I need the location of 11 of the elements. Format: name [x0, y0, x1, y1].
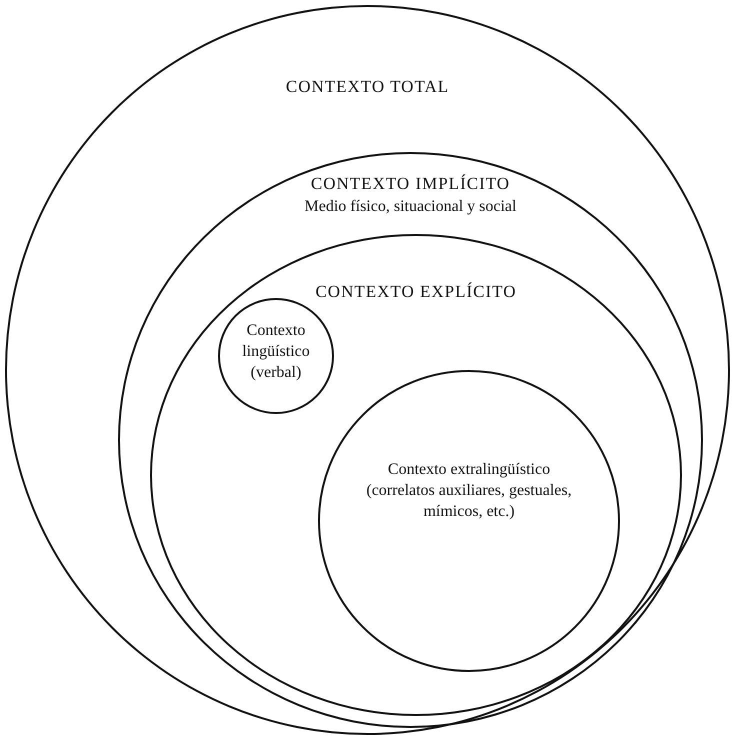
heading-text: CONTEXTO IMPLÍCITO — [310, 174, 510, 194]
context-circle — [118, 152, 703, 728]
description-text: Medio físico, situacional y social — [304, 198, 516, 216]
heading-text: Contexto extralingüístico (correlatos auxiliares, gestuales, mímicos, etc.) — [365, 460, 573, 522]
heading-text: CONTEXTO EXPLÍCITO — [315, 282, 517, 302]
context-circle — [318, 370, 620, 672]
heading-text: Contexto lingüístico (verbal) — [241, 321, 311, 383]
context-circle — [218, 298, 334, 414]
context-circle — [150, 234, 682, 716]
heading-text: CONTEXTO TOTAL — [286, 77, 450, 97]
context-circle — [5, 5, 730, 735]
